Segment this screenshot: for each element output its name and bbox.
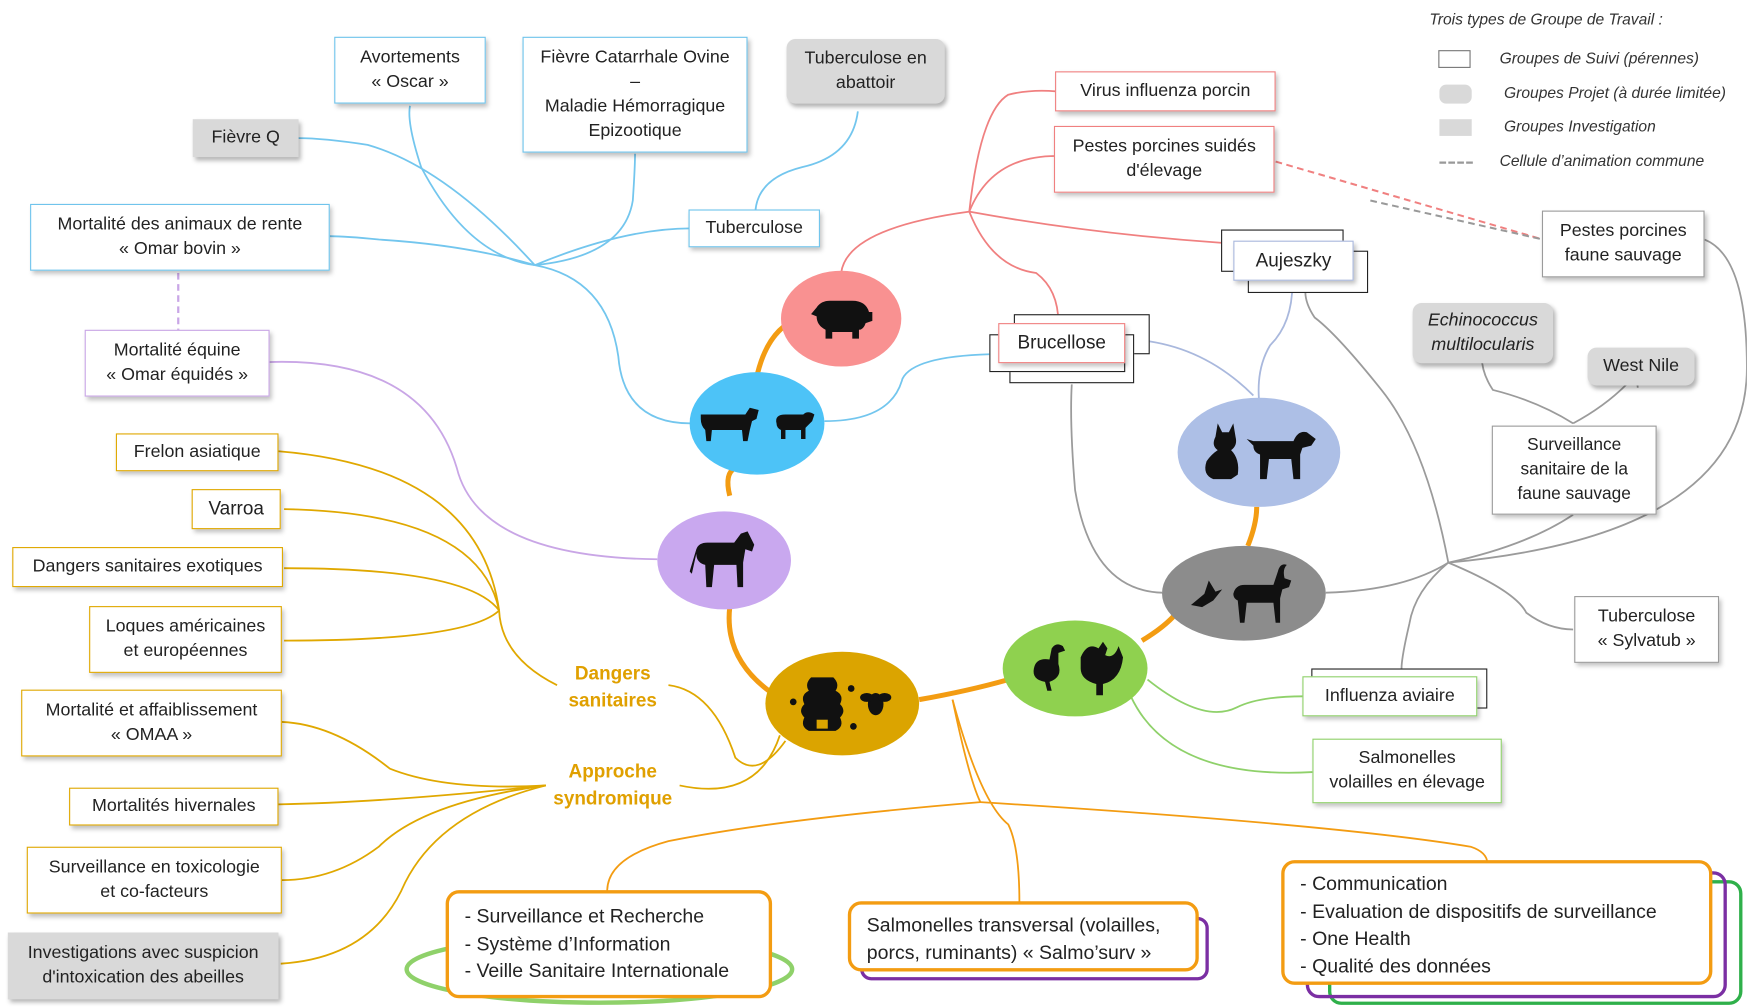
salmosurv-box[interactable]: Salmonelles transversal (volailles, porc… xyxy=(847,901,1199,972)
legend-item-investigation: Groupes Investigation xyxy=(1504,116,1656,135)
bottom-right-line-2: - Evaluation de dispositifs de surveilla… xyxy=(1300,899,1657,922)
transversal-box-right[interactable]: - Communication - Evaluation de disposit… xyxy=(1281,860,1713,985)
bottom-right-line-3: - One Health xyxy=(1300,926,1411,950)
salmonelles-volailles-box[interactable]: Salmonelles volailles en élevage xyxy=(1312,738,1502,804)
abeilles-hub[interactable] xyxy=(765,651,920,756)
horse-icon xyxy=(689,531,755,588)
legend-item-suivi: Groupes de Suivi (pérennes) xyxy=(1499,49,1700,67)
west-nile-box[interactable]: West Nile xyxy=(1587,347,1695,386)
bottom-right-line-4: - Qualité des données xyxy=(1300,954,1491,977)
legend-item-cellule: Cellule d’animation commune xyxy=(1499,151,1705,170)
faune-hub[interactable] xyxy=(1162,545,1326,641)
pestes-porcines-elevage-box[interactable]: Pestes porcines suidés d'élevage xyxy=(1053,125,1275,193)
omar-equides-box[interactable]: Mortalité équine « Omar équidés » xyxy=(84,329,270,397)
tuberculose-abattoir-box[interactable]: Tuberculose en abattoir xyxy=(786,38,945,104)
porc-hub[interactable] xyxy=(780,270,902,367)
fco-mhe-box[interactable]: Fièvre Catarrhale Ovine – Maladie Hémorr… xyxy=(522,36,748,153)
mortalites-hivernales-box[interactable]: Mortalités hivernales xyxy=(69,787,279,826)
omar-bovin-box[interactable]: Mortalité des animaux de rente « Omar bo… xyxy=(30,203,330,271)
brucellose-box[interactable]: Brucellose xyxy=(998,323,1126,364)
frelon-asiatique-box[interactable]: Frelon asiatique xyxy=(115,433,279,472)
pestes-porcines-faune-box[interactable]: Pestes porcines faune sauvage xyxy=(1541,210,1705,278)
dangers-exotiques-box[interactable]: Dangers sanitaires exotiques xyxy=(12,547,283,588)
bottom-middle-line-2: porcs, ruminants) « Salmo’surv » xyxy=(866,940,1152,964)
beehive-bee-icon xyxy=(789,676,892,731)
avortements-oscar-box[interactable]: Avortements « Oscar » xyxy=(334,36,486,104)
fievre-q-box[interactable]: Fièvre Q xyxy=(192,119,299,158)
bottom-middle-line-1: Salmonelles transversal (volailles, xyxy=(866,913,1161,936)
omaa-box[interactable]: Mortalité et affaiblissement « OMAA » xyxy=(21,689,282,757)
transversal-box-left[interactable]: - Surveillance et Recherche - Système d’… xyxy=(445,890,773,999)
pig-icon xyxy=(811,300,873,339)
aujeszky-box[interactable]: Aujeszky xyxy=(1233,240,1354,281)
loques-box[interactable]: Loques américaines et européennes xyxy=(89,606,282,673)
legend-grey-box-icon xyxy=(1439,119,1472,136)
cow-sheep-icon xyxy=(700,407,814,442)
echinococcus-box[interactable]: Echinococcus multilocularis xyxy=(1412,303,1554,364)
approche-syndromique-label: Approche syndromique xyxy=(553,760,673,809)
legend-title: Trois types de Groupe de Travail : xyxy=(1429,10,1663,28)
toxicologie-box[interactable]: Surveillance en toxicologie et co-facteu… xyxy=(26,846,282,914)
bottom-left-line-1: - Surveillance et Recherche xyxy=(464,904,705,927)
varroa-box[interactable]: Varroa xyxy=(191,489,281,530)
virus-influenza-porcin-box[interactable]: Virus influenza porcin xyxy=(1055,71,1276,112)
legend-dashed-line-icon xyxy=(1439,161,1473,164)
volailles-hub[interactable] xyxy=(1002,620,1148,717)
legend-grey-rounded-box-icon xyxy=(1439,84,1472,104)
surveillance-faune-box[interactable]: Surveillance sanitaire de la faune sauva… xyxy=(1491,425,1657,515)
ruminants-hub[interactable] xyxy=(689,372,825,475)
carnivores-hub[interactable] xyxy=(1177,397,1341,507)
bottom-left-line-3: - Veille Sanitaire Internationale xyxy=(464,959,730,982)
legend-item-projet: Groupes Projet (à durée limitée) xyxy=(1504,83,1726,102)
tuberculose-box[interactable]: Tuberculose xyxy=(688,209,820,248)
dangers-sanitaires-label: Dangers sanitaires xyxy=(568,662,657,711)
influenza-aviaire-box[interactable]: Influenza aviaire xyxy=(1302,676,1478,717)
duck-rooster-icon xyxy=(1033,641,1124,696)
legend-white-box-icon xyxy=(1438,50,1471,68)
bottom-left-line-2: - Système d’Information xyxy=(464,931,671,955)
cat-dog-icon xyxy=(1205,423,1316,480)
bottom-right-line-1: - Communication xyxy=(1300,872,1448,895)
bird-ibex-icon xyxy=(1190,563,1291,623)
sylvatub-box[interactable]: Tuberculose « Sylvatub » xyxy=(1574,596,1720,663)
intoxication-abeilles-box[interactable]: Investigations avec suspicion d'intoxica… xyxy=(7,932,279,1000)
equides-hub[interactable] xyxy=(657,511,792,610)
